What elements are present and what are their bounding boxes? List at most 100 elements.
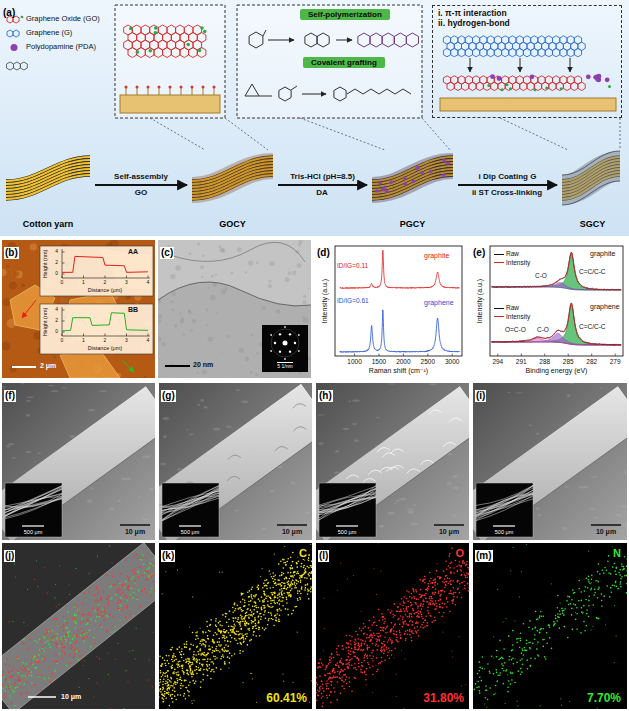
element-dot xyxy=(180,653,182,655)
element-dot xyxy=(105,612,107,614)
pda-particle xyxy=(490,74,495,79)
sem-texture xyxy=(447,482,453,485)
arrow xyxy=(302,94,326,95)
sem-texture xyxy=(567,394,571,397)
hydroxyl-bond xyxy=(192,88,193,95)
functional-group xyxy=(487,84,490,87)
element-dot xyxy=(261,608,263,610)
element-dot xyxy=(141,559,143,561)
element-dot xyxy=(178,674,180,676)
element-dot xyxy=(161,665,163,667)
element-dot xyxy=(292,580,294,582)
afm-texture xyxy=(8,242,17,251)
zoom-leader xyxy=(620,118,621,150)
tem-texture xyxy=(158,319,161,324)
element-dot xyxy=(117,643,118,644)
element-dot xyxy=(80,622,82,624)
element-dot xyxy=(188,684,190,686)
tem-texture xyxy=(210,295,216,301)
element-dot xyxy=(28,671,30,673)
element-dot xyxy=(297,599,299,601)
element-dot xyxy=(114,626,116,628)
tem-texture xyxy=(220,248,225,253)
element-dot xyxy=(97,556,98,557)
element-dot xyxy=(232,626,234,628)
grafted-ring xyxy=(334,87,346,101)
tem-texture xyxy=(197,243,200,246)
element-dot xyxy=(247,591,249,593)
element-dot xyxy=(74,649,76,651)
axis xyxy=(62,336,150,337)
graphene-oxide-sheet xyxy=(549,82,556,90)
element-dot xyxy=(207,665,209,667)
element-dot xyxy=(283,567,285,569)
graphene-oxide-sheet xyxy=(498,82,505,90)
element-dot xyxy=(277,597,279,599)
element-dot xyxy=(38,662,40,664)
element-dot xyxy=(83,640,85,642)
element-dot xyxy=(263,607,265,609)
element-dot xyxy=(239,652,241,654)
element-dot xyxy=(132,592,133,593)
element-dot xyxy=(185,687,187,689)
element-dot xyxy=(237,631,239,633)
fiber xyxy=(319,497,376,515)
diffraction-spot xyxy=(270,350,272,352)
element-dot xyxy=(311,571,312,573)
element-dot xyxy=(99,625,101,627)
element-dot xyxy=(210,619,212,621)
element-dot xyxy=(56,637,58,639)
tem-texture xyxy=(292,271,296,275)
tem-texture xyxy=(302,316,304,318)
element-dot xyxy=(63,616,65,618)
diffraction-spot xyxy=(294,342,296,344)
element-dot xyxy=(38,676,40,678)
tem-texture xyxy=(171,309,174,312)
element-dot xyxy=(48,631,50,633)
hydroxyl-group xyxy=(136,86,139,89)
element-dot xyxy=(132,597,134,599)
sem-image xyxy=(2,383,155,540)
element-dot xyxy=(300,566,302,568)
element-dot xyxy=(96,585,98,587)
element-dot xyxy=(296,583,298,585)
tem-texture xyxy=(180,319,184,323)
element-dot xyxy=(95,610,97,612)
element-dot xyxy=(236,621,238,623)
element-dot xyxy=(226,622,228,624)
element-dot xyxy=(35,640,37,642)
element-dot xyxy=(301,586,303,588)
element-dot xyxy=(234,632,236,634)
sem-texture xyxy=(51,390,58,392)
element-dot xyxy=(248,623,250,625)
element-dot xyxy=(300,579,302,581)
element-dot xyxy=(35,667,37,669)
element-dot xyxy=(20,668,22,670)
graphene-oxide-sheet xyxy=(542,82,549,90)
element-dot xyxy=(205,632,207,634)
element-dot xyxy=(300,593,302,595)
element-dot xyxy=(23,639,25,641)
element-dot xyxy=(169,680,171,682)
scale-bar xyxy=(434,524,464,526)
element-dot xyxy=(88,678,89,679)
element-dot xyxy=(97,592,99,594)
element-dot xyxy=(307,589,309,591)
epoxide xyxy=(245,84,259,96)
element-dot xyxy=(125,595,127,597)
element-dot xyxy=(232,611,234,613)
element-dot xyxy=(120,573,122,575)
element-dot xyxy=(79,608,80,609)
element-dot xyxy=(292,552,294,554)
element-dot xyxy=(31,683,33,685)
element-dot xyxy=(229,657,231,659)
fit-component xyxy=(492,253,622,290)
element-dot xyxy=(310,565,312,567)
afm-texture xyxy=(144,376,146,378)
element-dot xyxy=(128,585,130,587)
graphene-oxide-sheet xyxy=(454,82,461,90)
sem-texture xyxy=(12,457,16,459)
element-dot xyxy=(278,618,280,620)
pda-chain-ring xyxy=(406,33,418,47)
element-dot xyxy=(203,669,205,671)
